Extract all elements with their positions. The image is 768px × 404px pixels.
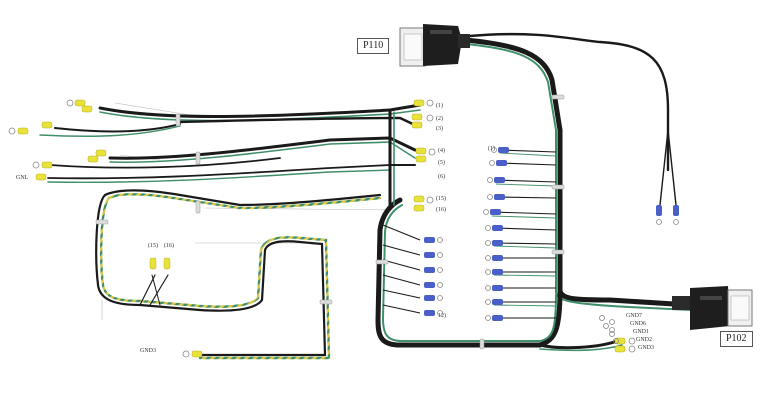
circuit-label-left-16: (16) xyxy=(164,243,174,249)
circuit-label-left-15: (15) xyxy=(148,243,158,249)
p102-label: P102 xyxy=(720,331,753,347)
gnd3-label-left: GND3 xyxy=(140,348,156,354)
circuit-label-5: (5) xyxy=(438,160,445,166)
gnd-ring-terminals xyxy=(599,315,619,344)
p102-connector xyxy=(672,286,753,330)
circuit-label-3: (3) xyxy=(436,126,443,132)
gnd1-label: GND1 xyxy=(633,329,649,335)
ring-lugs xyxy=(8,99,636,358)
circuit-label-4: (4) xyxy=(438,148,445,154)
p110-connector xyxy=(399,24,470,67)
left-loop-bundle xyxy=(95,189,382,360)
gnd7-label: GND7 xyxy=(626,313,642,319)
gnd6-label: GND6 xyxy=(630,321,646,327)
gnd-label-left: GNL xyxy=(16,175,29,181)
main-trunk-bundle xyxy=(375,32,693,352)
p110-label: P110 xyxy=(357,38,390,54)
gnd2-label: GND2 xyxy=(636,337,652,343)
circuit-label-2: (2) xyxy=(436,116,443,122)
guide-lines xyxy=(101,102,396,320)
circuit-label-12: 12) xyxy=(438,313,446,319)
circuit-label-r1: (1) xyxy=(488,146,495,152)
circuit-label-16: (16) xyxy=(436,207,446,213)
circuit-label-15: (15) xyxy=(436,196,446,202)
circuit-label-6: (6) xyxy=(438,174,445,180)
gnd3-label-right: GND3 xyxy=(638,345,654,351)
blue-terminals-right-column xyxy=(483,147,509,321)
center-terminal-leads xyxy=(382,149,557,319)
blue-terminals-left-column xyxy=(424,237,443,316)
yellow-terminals xyxy=(17,99,626,358)
blue-terminals-pigtail xyxy=(656,205,679,225)
circuit-label-1: (1) xyxy=(436,103,443,109)
upper-left-bundles xyxy=(39,103,422,207)
center-terminal-leads-green xyxy=(491,152,557,307)
cable-ties xyxy=(95,94,565,350)
